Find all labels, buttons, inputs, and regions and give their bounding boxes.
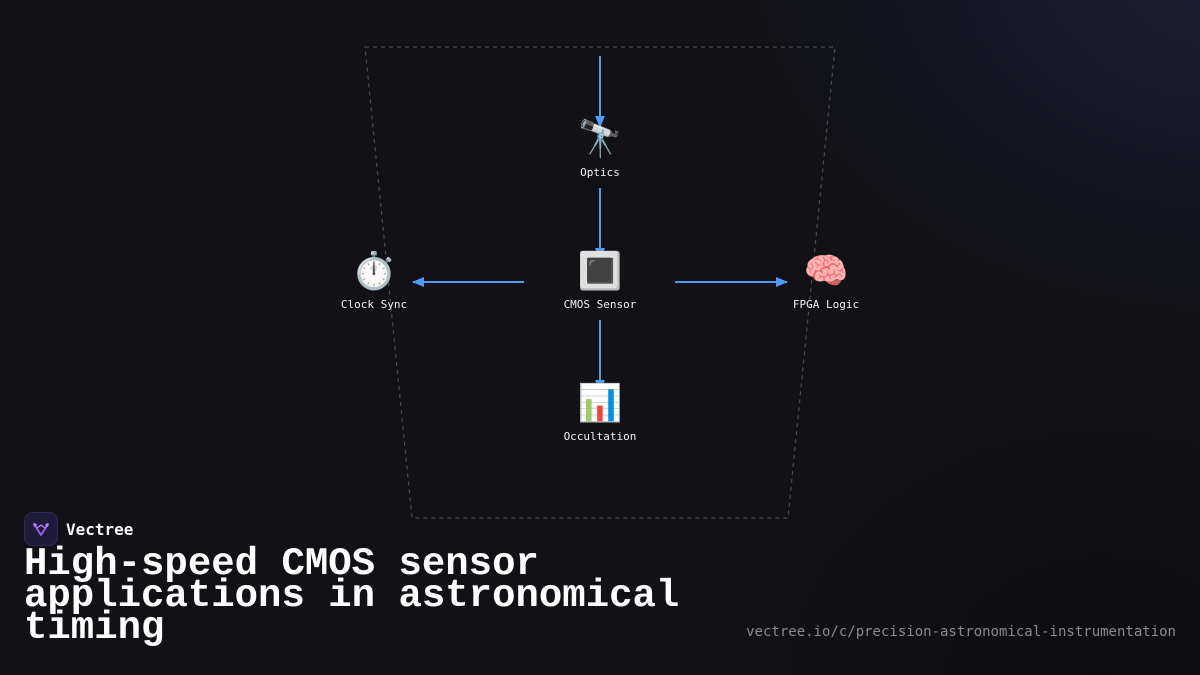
telescope-icon: 🔭 (577, 119, 623, 160)
node-cmos-sensor: 🔳 CMOS Sensor (530, 250, 670, 311)
node-clock-sync: ⏱️ Clock Sync (304, 250, 444, 311)
vectree-logo-icon (24, 512, 58, 546)
source-url[interactable]: vectree.io/c/precision-astronomical-inst… (746, 624, 1176, 640)
brand-name: Vectree (66, 519, 134, 539)
diagram-frame (364, 46, 836, 519)
bar-chart-icon: 📊 (577, 383, 623, 424)
page-title: High-speed CMOS sensor applications in a… (24, 542, 680, 650)
node-fpga-logic: 🧠 FPGA Logic (756, 250, 896, 311)
node-label: Clock Sync (340, 298, 408, 311)
brand[interactable]: Vectree (24, 512, 133, 546)
sensor-chip-icon: 🔳 (577, 251, 623, 292)
node-label: FPGA Logic (792, 298, 860, 311)
node-label: Occultation (563, 430, 637, 443)
node-optics: 🔭 Optics (530, 118, 670, 179)
node-label: CMOS Sensor (563, 298, 637, 311)
node-label: Optics (580, 166, 620, 179)
brain-icon: 🧠 (803, 251, 849, 292)
stopwatch-icon: ⏱️ (351, 251, 397, 292)
node-occultation: 📊 Occultation (530, 382, 670, 443)
